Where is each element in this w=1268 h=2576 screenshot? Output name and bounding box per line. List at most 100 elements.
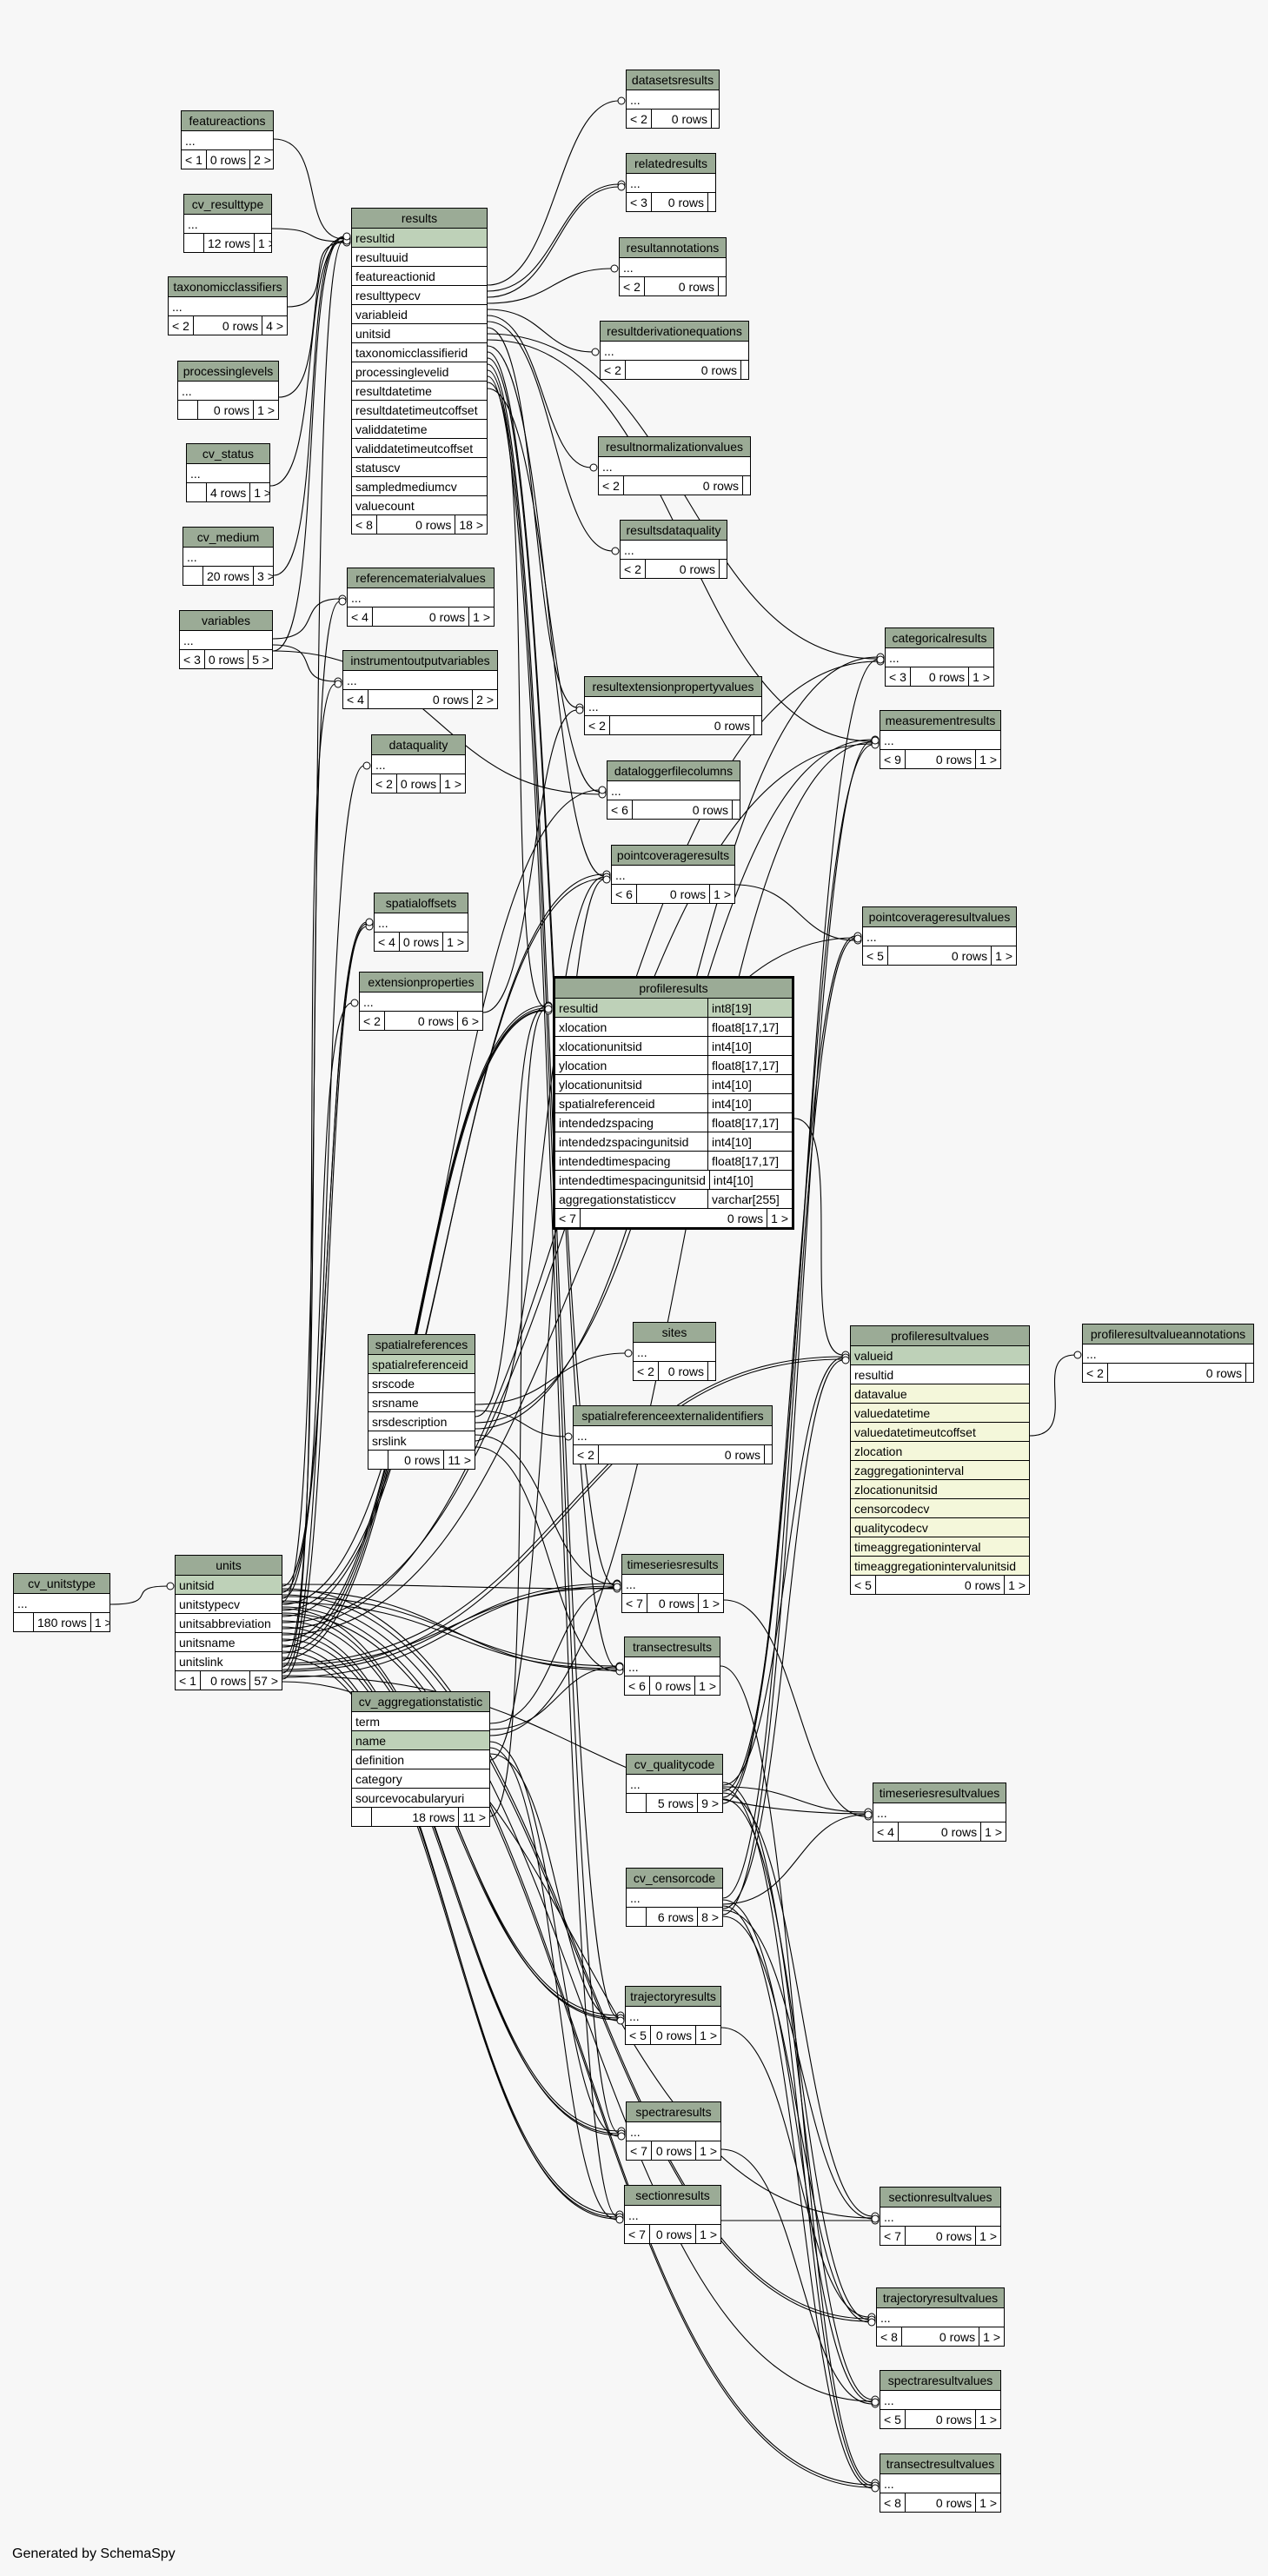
table-header[interactable]: trajectoryresults (626, 1987, 720, 2006)
table-header[interactable]: categoricalresults (886, 628, 993, 647)
table-header[interactable]: spectraresultvalues (880, 2371, 1000, 2390)
table-header[interactable]: extensionproperties (360, 973, 482, 992)
table-header[interactable]: trajectoryresultvalues (877, 2288, 1004, 2307)
table-header[interactable]: timeseriesresults (622, 1555, 723, 1574)
optional-marker (591, 348, 600, 356)
table-header[interactable]: variables (180, 611, 272, 630)
table-header[interactable]: sectionresults (625, 2186, 720, 2205)
table-header[interactable]: featureactions (182, 111, 273, 130)
table-header[interactable]: resultextensionpropertyvalues (585, 677, 761, 696)
table-header[interactable]: profileresults (555, 979, 792, 998)
table-header[interactable]: spectraresults (627, 2102, 720, 2121)
table-spatialreferenceexternalidentifiers[interactable]: spatialreferenceexternalidentifiers...< … (573, 1405, 773, 1464)
optional-marker (853, 934, 862, 943)
table-header[interactable]: processinglevels (178, 362, 278, 381)
table-header[interactable]: referencematerialvalues (348, 568, 494, 588)
parents-count: < 7 (555, 1209, 581, 1227)
table-header[interactable]: resultnormalizationvalues (599, 437, 750, 456)
table-header[interactable]: transectresultvalues (880, 2454, 1000, 2473)
table-header[interactable]: cv_resulttype (184, 195, 271, 214)
table-header[interactable]: resultderivationequations (601, 322, 748, 341)
column-row: processinglevelid (352, 362, 487, 381)
table-header[interactable]: cv_qualitycode (627, 1755, 722, 1774)
table-header[interactable]: results (352, 209, 487, 228)
table-header[interactable]: taxonomicclassifiers (169, 277, 287, 296)
table-header[interactable]: pointcoverageresultvalues (863, 907, 1016, 926)
table-header[interactable]: resultannotations (620, 238, 726, 257)
table-header[interactable]: timeseriesresultvalues (873, 1783, 1006, 1803)
table-header[interactable]: cv_unitstype (14, 1574, 110, 1593)
table-header[interactable]: pointcoverageresults (612, 846, 734, 865)
table-header[interactable]: spatialreferences (368, 1335, 475, 1354)
table-header[interactable]: sectionresultvalues (880, 2188, 1000, 2207)
table-header[interactable]: transectresults (625, 1637, 720, 1656)
table-header[interactable]: spatialoffsets (375, 893, 468, 913)
table-header[interactable]: resultsdataquality (621, 521, 727, 540)
table-header[interactable]: instrumentoutputvariables (343, 651, 497, 670)
table-header[interactable]: cv_censorcode (627, 1869, 722, 1888)
table-header[interactable]: units (176, 1556, 282, 1575)
table-header[interactable]: cv_status (187, 444, 269, 463)
table-header[interactable]: cv_medium (183, 528, 273, 547)
table-header[interactable]: relatedresults (627, 154, 715, 173)
table-header[interactable]: measurementresults (880, 711, 1000, 730)
table-header[interactable]: spatialreferenceexternalidentifiers (574, 1406, 772, 1425)
table-header[interactable]: profileresultvalueannotations (1083, 1325, 1253, 1344)
table-header[interactable]: cv_aggregationstatistic (352, 1692, 489, 1711)
table-header[interactable]: profileresultvalues (851, 1326, 1029, 1345)
table-header[interactable]: dataloggerfilecolumns (607, 761, 740, 780)
table-header[interactable]: sites (634, 1323, 715, 1342)
table-header[interactable]: dataquality (372, 735, 465, 754)
table-header[interactable]: datasetsresults (627, 70, 719, 90)
column-row: valuedatetimeutcoffset (851, 1422, 1029, 1441)
